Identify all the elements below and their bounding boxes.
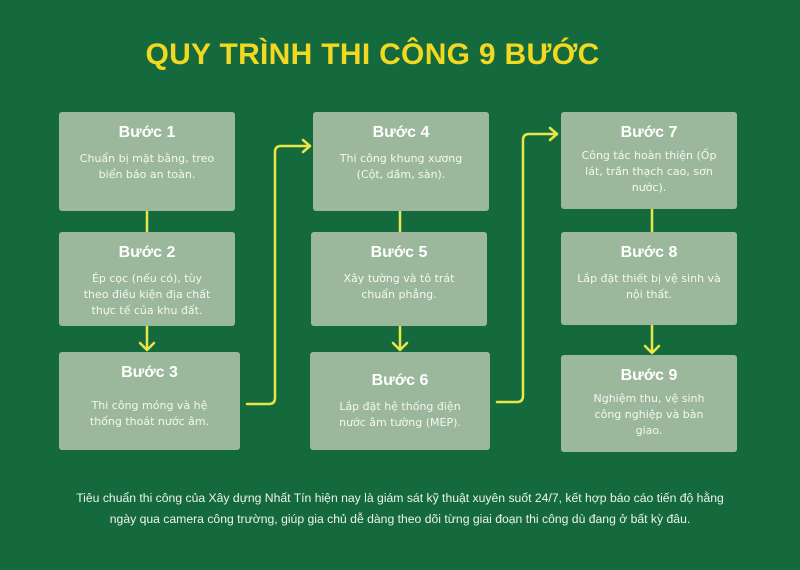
step-label: Bước 9 [620, 367, 678, 384]
step-description: Nghiệm thu, vệ sinh công nghiệp và bàn g… [593, 392, 705, 437]
step-box-7: Bước 7 Công tác hoàn thiện (Ốp lát, trần… [561, 112, 737, 209]
footer-note: Tiêu chuẩn thi công của Xây dựng Nhất Tí… [76, 491, 724, 526]
step-label: Bước 3 [121, 364, 178, 381]
step-label: Bước 2 [118, 244, 176, 261]
step-description: Công tác hoàn thiện (Ốp lát, trần thạch … [581, 149, 717, 194]
step-description: Ép cọc (nếu có), tùy theo điều kiện địa … [83, 272, 211, 317]
step-label: Bước 4 [372, 124, 430, 141]
step-box-1: Bước 1 Chuẩn bị mặt bằng, treo biển báo … [59, 112, 235, 211]
connector-6-7 [495, 132, 559, 404]
arrowhead-down-icon [643, 344, 661, 355]
step-label: Bước 8 [620, 244, 678, 261]
step-description: Thi công khung xương (Cột, dầm, sàn). [339, 152, 463, 181]
step-box-4: Bước 4 Thi công khung xương (Cột, dầm, s… [313, 112, 489, 211]
step-label: Bước 1 [118, 124, 176, 141]
diagram-title: QUY TRÌNH THI CÔNG 9 BƯỚC [145, 38, 600, 71]
connector-3-4 [245, 144, 312, 406]
step-box-2: Bước 2 Ép cọc (nếu có), tùy theo điều ki… [59, 232, 235, 326]
step-box-5: Bước 5 Xây tường và tô trát chuẩn phẳng. [311, 232, 487, 326]
step-label: Bước 5 [370, 244, 428, 261]
step-box-6: Bước 6 Lắp đặt hệ thống điện nước âm tườ… [310, 352, 490, 450]
arrowhead-down-icon [138, 341, 156, 352]
step-description: Xây tường và tô trát chuẩn phẳng. [343, 272, 455, 301]
step-description: Lắp đặt hệ thống điện nước âm tường (MEP… [339, 400, 461, 429]
step-label: Bước 6 [371, 372, 429, 389]
arrowhead-right-icon [301, 138, 312, 154]
step-box-8: Bước 8 Lắp đặt thiết bị vệ sinh và nội t… [561, 232, 737, 325]
step-description: Thi công móng và hệ thống thoát nước âm. [89, 399, 210, 428]
step-box-9: Bước 9 Nghiệm thu, vệ sinh công nghiệp v… [561, 355, 737, 452]
arrowhead-right-icon [548, 126, 559, 142]
step-box-3: Bước 3 Thi công móng và hệ thống thoát n… [59, 352, 240, 450]
arrowhead-down-icon [391, 341, 409, 352]
step-label: Bước 7 [620, 124, 678, 141]
step-description: Lắp đặt thiết bị vệ sinh và nội thất. [577, 272, 721, 301]
step-description: Chuẩn bị mặt bằng, treo biển báo an toàn… [79, 152, 215, 181]
